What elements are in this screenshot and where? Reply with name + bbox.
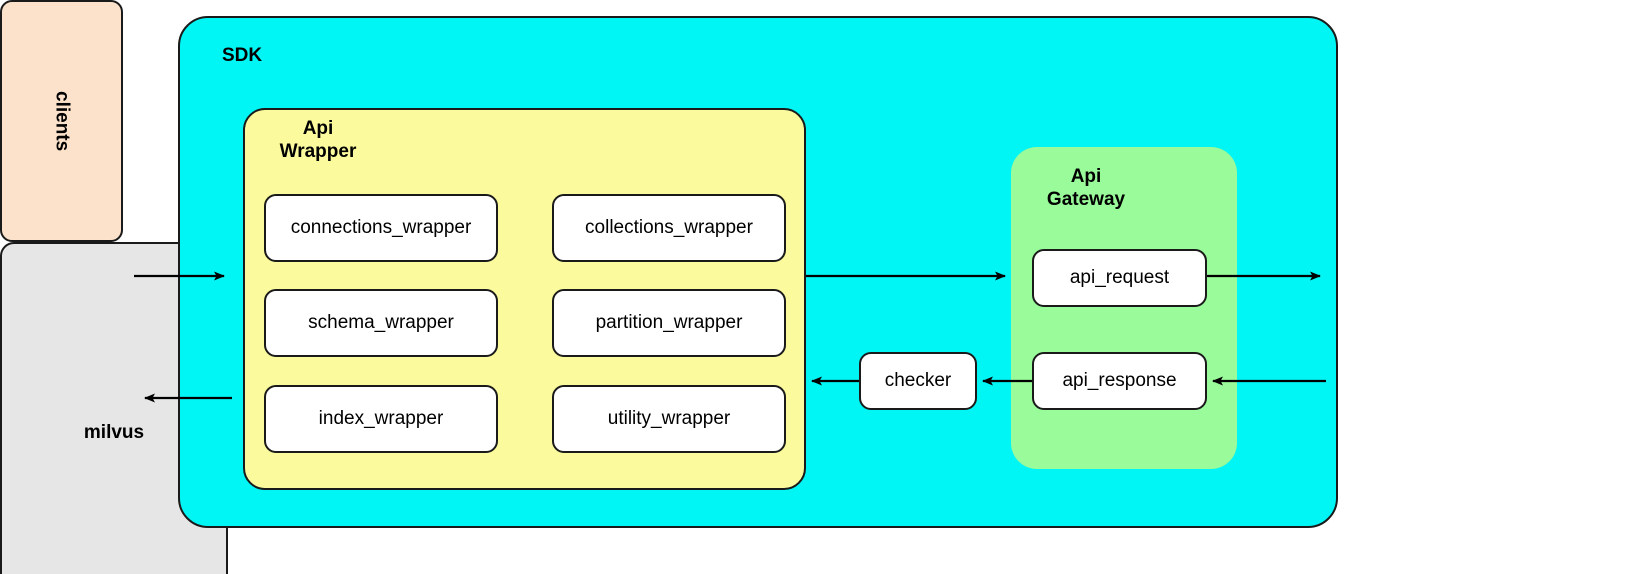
api-gateway-container-label: Api Gateway xyxy=(1046,166,1126,211)
node-partition-wrapper[interactable]: partition_wrapper xyxy=(552,289,786,357)
node-schema-wrapper[interactable]: schema_wrapper xyxy=(264,289,498,357)
node-clients[interactable]: clients xyxy=(0,0,123,242)
node-milvus-label: milvus xyxy=(83,421,145,443)
node-connections-wrapper[interactable]: connections_wrapper xyxy=(264,194,498,262)
node-checker[interactable]: checker xyxy=(859,352,977,410)
node-index-wrapper[interactable]: index_wrapper xyxy=(264,385,498,453)
node-api-response[interactable]: api_response xyxy=(1032,352,1207,410)
sdk-container-label: SDK xyxy=(222,45,263,66)
node-api-request[interactable]: api_request xyxy=(1032,249,1207,307)
api-gateway-container[interactable] xyxy=(1011,147,1237,469)
node-collections-wrapper[interactable]: collections_wrapper xyxy=(552,194,786,262)
api-wrapper-container-label: Api Wrapper xyxy=(279,118,357,163)
node-utility-wrapper[interactable]: utility_wrapper xyxy=(552,385,786,453)
node-clients-label: clients xyxy=(51,90,73,152)
